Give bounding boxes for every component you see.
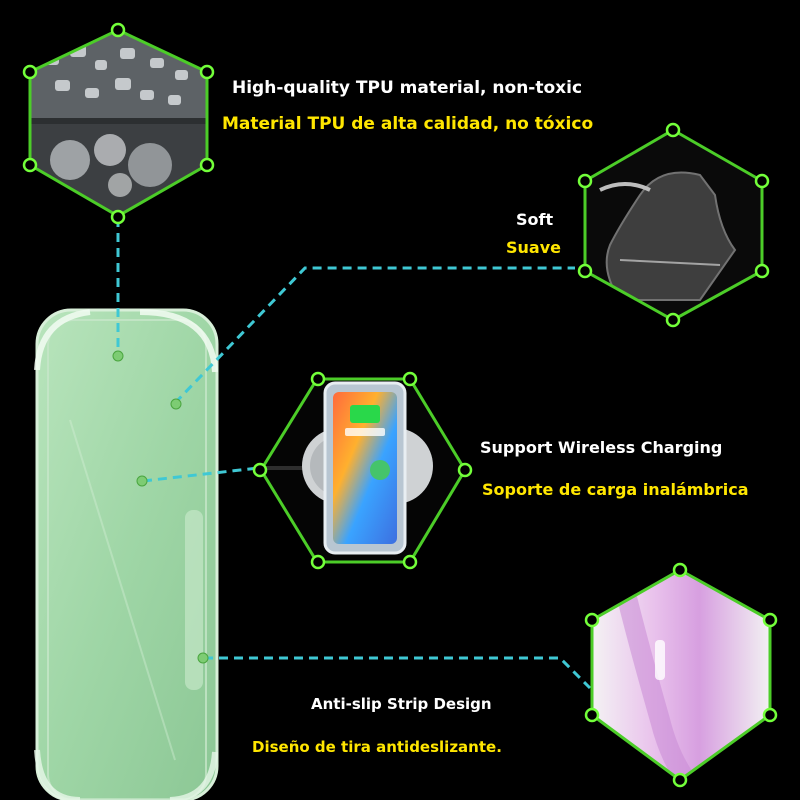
antislip-title-en: Anti-slip Strip Design <box>311 695 492 713</box>
soft-title-en: Soft <box>516 210 554 229</box>
hexagon-nodes <box>252 371 473 570</box>
hexagon-wireless-charging <box>252 371 473 570</box>
bent-case-image <box>585 130 762 320</box>
hexagon-antislip <box>584 562 778 788</box>
wireless-title-es: Soporte de carga inalámbrica <box>482 480 749 499</box>
hexagon-soft <box>577 122 770 328</box>
connector-lines <box>116 218 592 690</box>
hexagon-nodes <box>22 22 215 225</box>
crystal-pellets-image <box>30 30 207 216</box>
clear-phone-case <box>34 308 219 800</box>
connector-antislip <box>204 656 592 690</box>
connector-soft <box>173 266 575 405</box>
tpu-title-es: Material TPU de alta calidad, no tóxico <box>222 114 594 134</box>
wireless-title-en: Support Wireless Charging <box>480 438 723 457</box>
antislip-title-es: Diseño de tira antideslizante. <box>252 738 502 756</box>
hexagon-tpu-material <box>22 22 215 225</box>
connector-wireless <box>142 466 259 483</box>
tpu-title-en: High-quality TPU material, non-toxic <box>232 78 583 98</box>
hexagon-nodes <box>577 122 770 328</box>
pink-phone-edge-image <box>592 570 770 780</box>
hexagon-nodes <box>584 562 778 788</box>
phone-on-charger-image <box>261 379 465 562</box>
anchor-dots <box>112 350 209 664</box>
soft-title-es: Suave <box>506 238 561 257</box>
